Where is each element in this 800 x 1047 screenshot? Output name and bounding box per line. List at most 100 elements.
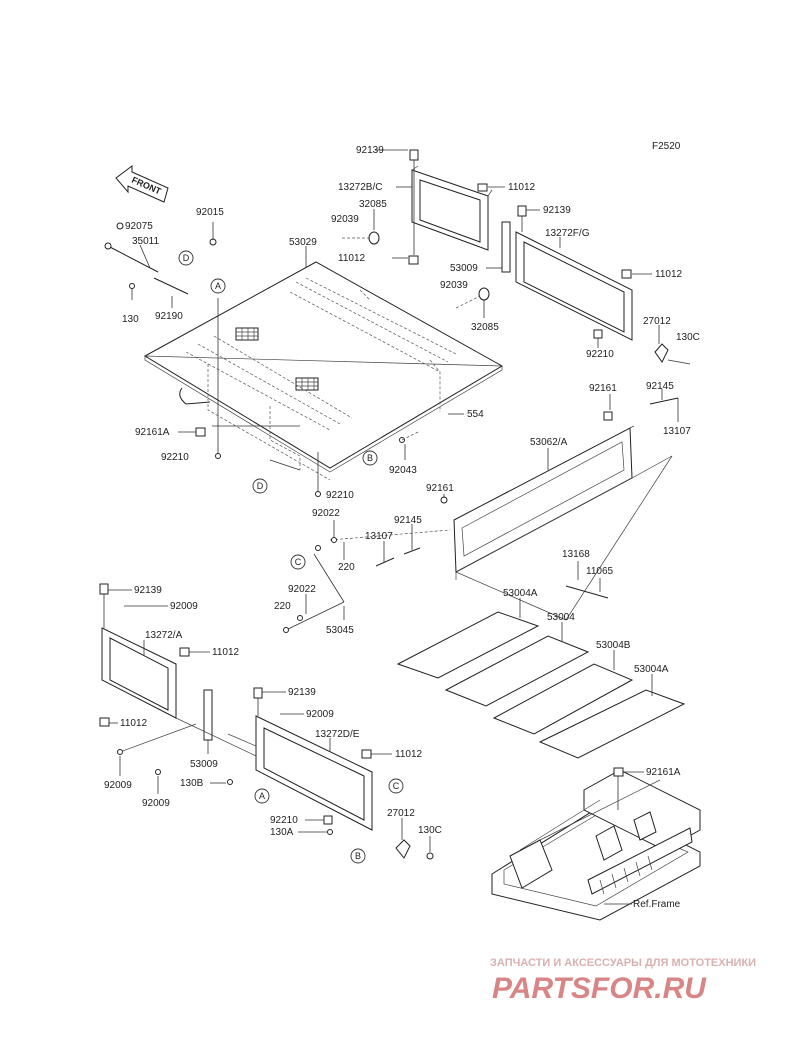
- label-220-b: 220: [274, 601, 291, 612]
- mat-53004a-b: [538, 689, 686, 759]
- svg-text:A: A: [259, 791, 265, 801]
- label-53062a: 53062/A: [530, 437, 568, 448]
- label-13107-a: 13107: [663, 426, 691, 437]
- label-92145-b: 92145: [394, 515, 422, 526]
- callout-c-bottom: C: [388, 778, 404, 794]
- washer-92075: [116, 222, 124, 230]
- hinge-27012-a: [654, 343, 669, 363]
- watermark-tagline: ЗАПЧАСТИ И АКСЕССУАРЫ ДЛЯ МОТОТЕХНИКИ: [490, 957, 756, 969]
- label-554: 554: [467, 409, 484, 420]
- label-220-a: 220: [338, 562, 355, 573]
- label-92161-a: 92161: [589, 383, 617, 394]
- washer-92022-a: [315, 545, 321, 551]
- bolt-92139-b: [517, 205, 527, 217]
- label-13107-b: 13107: [365, 531, 393, 542]
- mesh-grid-1: [235, 327, 259, 341]
- bolt-130a: [327, 829, 333, 835]
- nut-92210-a: [593, 329, 603, 339]
- pin-220-b: [283, 627, 289, 633]
- callout-a-top: A: [210, 278, 226, 294]
- bolt-92139-c: [99, 583, 109, 595]
- ref-frame-label: Ref.Frame: [633, 899, 681, 910]
- mesh-grid-2: [295, 377, 319, 391]
- label-92139-c: 92139: [134, 585, 162, 596]
- side-panel-13272a: [99, 583, 233, 785]
- nut-11012-d: [179, 647, 190, 657]
- label-130b: 130B: [180, 778, 204, 789]
- label-92009-b: 92009: [104, 780, 132, 791]
- callout-d-top: D: [178, 250, 194, 266]
- svg-text:B: B: [355, 851, 361, 861]
- bolt-92139-a: [409, 149, 419, 161]
- label-92022-b: 92022: [288, 584, 316, 595]
- label-130a: 130A: [270, 827, 294, 838]
- bed-panel-53029: [144, 261, 504, 481]
- label-32085-b: 32085: [471, 322, 499, 333]
- screw-92009-b: [117, 749, 123, 755]
- label-53004b: 53004B: [596, 640, 631, 651]
- label-92039-a: 92039: [331, 214, 359, 225]
- reference-frame: [491, 767, 701, 921]
- mat-53004b: [492, 663, 634, 735]
- side-panel-13272bc: [342, 149, 493, 265]
- mat-53004: [444, 635, 590, 707]
- label-130: 130: [122, 314, 139, 325]
- label-53004a-b: 53004A: [634, 664, 669, 675]
- label-53009-b: 53009: [190, 759, 218, 770]
- nut-92210-d: [323, 815, 333, 825]
- callout-a-bottom: A: [254, 788, 270, 804]
- pin-92145-b: [403, 547, 421, 555]
- label-92161-b: 92161: [426, 483, 454, 494]
- label-92210-c: 92210: [326, 490, 354, 501]
- label-11012-c: 11012: [655, 269, 683, 280]
- pin-92190: [153, 277, 189, 295]
- nut-92161a-a: [195, 427, 206, 437]
- label-92039-b: 92039: [440, 280, 468, 291]
- label-92009-c: 92009: [142, 798, 170, 809]
- label-32085-a: 32085: [359, 199, 387, 210]
- label-92075: 92075: [125, 221, 153, 232]
- bracket-53009-a: [501, 221, 511, 273]
- svg-text:D: D: [257, 481, 264, 491]
- label-92161a-b: 92161A: [646, 767, 681, 778]
- label-92139-b: 92139: [543, 205, 571, 216]
- label-92139-a: 92139: [356, 145, 384, 156]
- label-92139-d: 92139: [288, 687, 316, 698]
- label-130c-b: 130C: [418, 825, 442, 836]
- nut-11012-a: [408, 255, 419, 265]
- label-92009-d: 92009: [306, 709, 334, 720]
- nut-92161-a: [603, 411, 613, 421]
- nut-11012-f: [361, 749, 372, 759]
- label-11012-b: 11012: [508, 182, 536, 193]
- label-13272a: 13272/A: [145, 630, 183, 641]
- bed-mats: [396, 611, 686, 759]
- figure-code: F2520: [652, 141, 681, 152]
- nut-92161a-b: [613, 767, 624, 777]
- label-53045: 53045: [326, 625, 354, 636]
- bolt-130c-b: [426, 852, 434, 860]
- watermark-brand: PARTSFOR.RU: [492, 972, 707, 1005]
- mat-53004a-a: [396, 611, 540, 679]
- pin-13107-b: [375, 557, 395, 567]
- rod-35011: [104, 222, 217, 300]
- bolt-92139-d: [253, 687, 263, 699]
- label-53029: 53029: [289, 237, 317, 248]
- label-92210-b: 92210: [161, 452, 189, 463]
- label-92161a-a: 92161A: [135, 427, 170, 438]
- label-11065: 11065: [586, 566, 614, 577]
- label-92145-a: 92145: [646, 381, 674, 392]
- washer-92022-b: [297, 615, 303, 621]
- front-arrow-icon: FRONT: [115, 165, 169, 203]
- label-92043: 92043: [389, 465, 417, 476]
- svg-text:C: C: [295, 557, 302, 567]
- label-11012-e: 11012: [120, 718, 148, 729]
- svg-text:D: D: [183, 253, 190, 263]
- label-35011: 35011: [132, 236, 160, 247]
- svg-text:B: B: [367, 453, 373, 463]
- screw-92009-c: [155, 769, 161, 775]
- bolt-130: [129, 283, 135, 289]
- watermark-logo: ЗАПЧАСТИ И АКСЕССУАРЫ ДЛЯ МОТОТЕХНИКИ PA…: [490, 957, 756, 1005]
- side-panel-13272de: [253, 687, 434, 860]
- nut-11012-e: [99, 717, 110, 727]
